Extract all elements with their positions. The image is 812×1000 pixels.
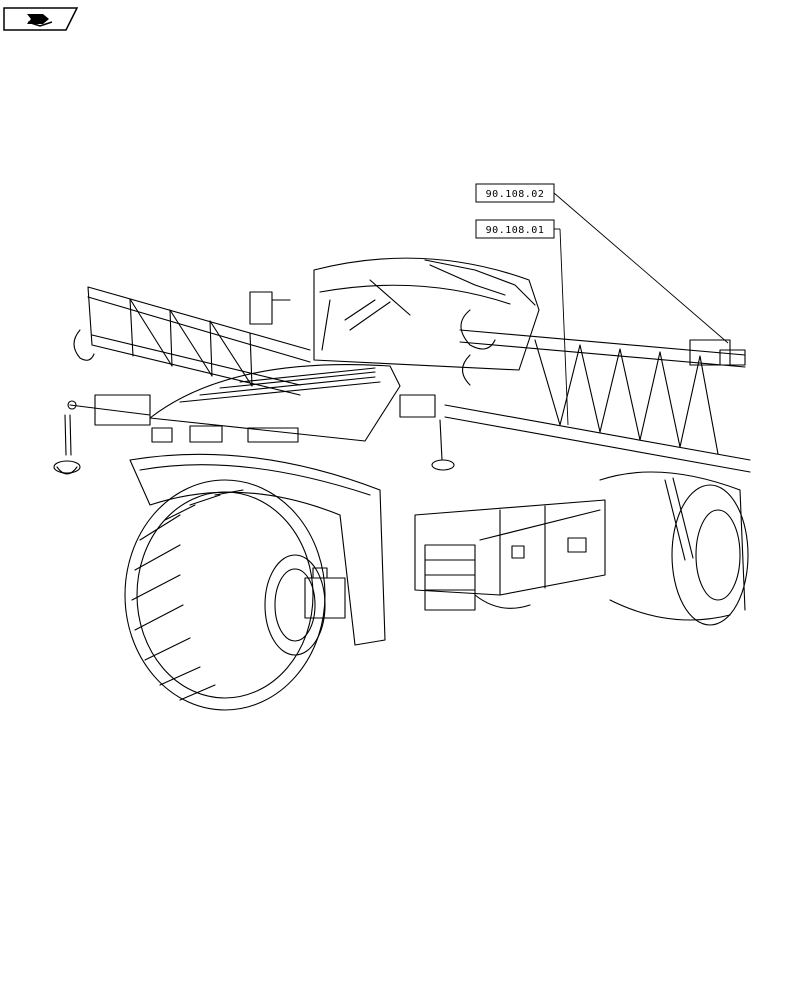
rear-wheel bbox=[474, 471, 749, 626]
right-boom bbox=[399, 259, 751, 473]
callout-90-108-02[interactable]: 90.108.02 bbox=[475, 183, 729, 344]
book-arrow-icon bbox=[27, 14, 53, 27]
left-boom bbox=[53, 286, 311, 475]
nav-badge[interactable] bbox=[3, 7, 79, 31]
callout-90-108-01[interactable]: 90.108.01 bbox=[475, 219, 569, 426]
front-fender bbox=[129, 453, 386, 646]
hood bbox=[149, 364, 401, 443]
callout-label: 90.108.01 bbox=[486, 225, 545, 236]
callout-label: 90.108.02 bbox=[486, 189, 545, 200]
sprayer-machine-illustration bbox=[53, 257, 751, 711]
chassis-box bbox=[414, 499, 606, 611]
cab bbox=[249, 257, 540, 371]
front-wheel bbox=[124, 479, 326, 711]
